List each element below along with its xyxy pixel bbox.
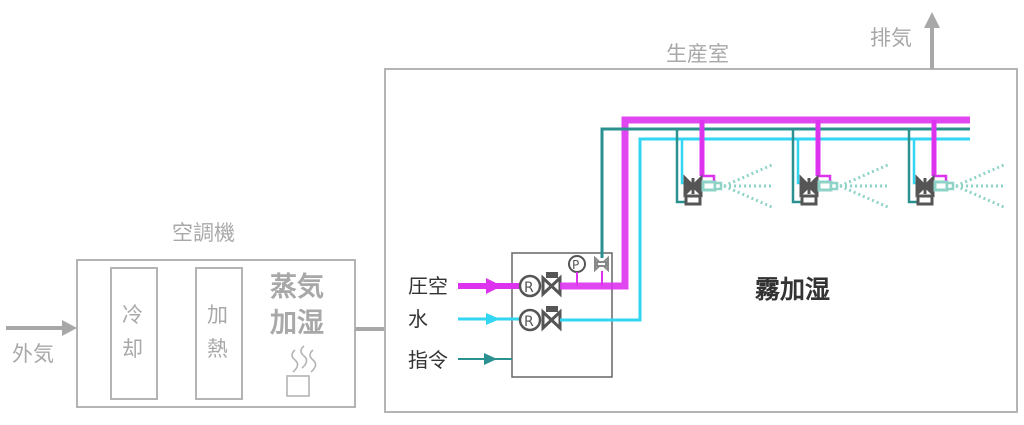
nozzle-head-icon bbox=[701, 180, 717, 192]
spray-nozzle bbox=[791, 120, 891, 210]
air-solenoid-icon bbox=[594, 255, 609, 273]
nozzle-tip-icon bbox=[829, 181, 839, 191]
ahu-title: 空調機 bbox=[172, 221, 235, 245]
water-valve-icon bbox=[541, 306, 562, 332]
spray-nozzle bbox=[675, 120, 775, 210]
air-valve-icon bbox=[541, 272, 562, 298]
outside-air-arrowhead bbox=[62, 320, 77, 336]
spray-mist bbox=[723, 184, 775, 210]
water-input-arrowhead bbox=[486, 313, 500, 325]
cooling-label-1: 冷 bbox=[122, 303, 143, 327]
room-box bbox=[384, 68, 1018, 413]
ahu-box bbox=[76, 259, 356, 408]
input-label-water: 水 bbox=[408, 307, 428, 331]
nozzle-valve-icon bbox=[683, 174, 703, 198]
heating-label-1: 加 bbox=[207, 303, 228, 327]
nozzle-tip-icon bbox=[945, 181, 955, 191]
signal-header-line bbox=[600, 127, 970, 258]
heating-coil bbox=[195, 267, 243, 400]
input-label-air: 圧空 bbox=[408, 274, 448, 298]
steam-humid-label-2: 加湿 bbox=[270, 308, 324, 339]
room-title: 生産室 bbox=[666, 42, 729, 66]
signal-input-arrowhead bbox=[484, 353, 497, 365]
cooling-coil bbox=[110, 267, 158, 400]
control-unit-box bbox=[511, 252, 613, 378]
air-regulator-label: R bbox=[524, 280, 534, 296]
cooling-label-2: 却 bbox=[122, 337, 143, 361]
nozzle-head-icon bbox=[933, 180, 949, 192]
nozzle-tip-icon bbox=[713, 181, 723, 191]
water-regulator-icon bbox=[518, 308, 542, 332]
air-input-arrowhead bbox=[486, 278, 502, 294]
spray-nozzle bbox=[907, 120, 1007, 210]
nozzle-signal-line bbox=[907, 129, 920, 204]
nozzle-head-icon bbox=[817, 180, 833, 192]
mist-humid-label: 霧加湿 bbox=[755, 275, 830, 304]
air-regulator-icon bbox=[518, 274, 542, 298]
water-regulator-label: R bbox=[524, 314, 534, 330]
exhaust-label: 排気 bbox=[870, 26, 912, 50]
heating-label-2: 熱 bbox=[207, 337, 228, 361]
water-header-pipe bbox=[560, 137, 970, 322]
pressure-gauge-label: P bbox=[572, 258, 579, 272]
nozzle-actuator-icon bbox=[684, 194, 702, 206]
nozzle-signal-line bbox=[791, 129, 804, 204]
nozzle-signal-line bbox=[675, 129, 688, 204]
spray-mist bbox=[839, 162, 891, 188]
spray-mist bbox=[955, 184, 1007, 210]
steam-icon bbox=[286, 345, 317, 397]
nozzle-actuator-icon bbox=[800, 194, 818, 206]
spray-mist bbox=[955, 162, 1007, 188]
nozzle-actuator-icon bbox=[916, 194, 934, 206]
nozzle-valve-icon bbox=[799, 174, 819, 198]
spray-mist bbox=[839, 184, 891, 210]
nozzle-valve-icon bbox=[915, 174, 935, 198]
steam-humid-label-1: 蒸気 bbox=[270, 271, 324, 303]
outside-air-label: 外気 bbox=[12, 342, 54, 366]
air-header-pipe bbox=[560, 116, 970, 290]
exhaust-arrowhead bbox=[924, 12, 940, 28]
spray-mist bbox=[723, 162, 775, 188]
input-label-signal: 指令 bbox=[408, 348, 448, 372]
